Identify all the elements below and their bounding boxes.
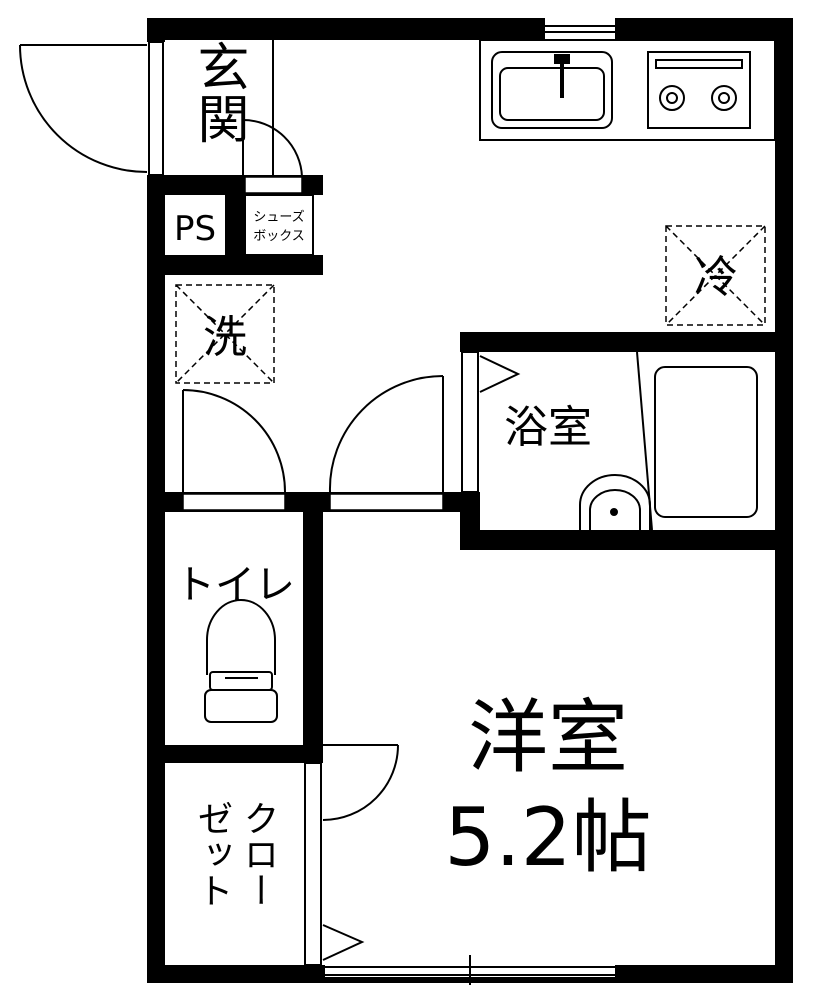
washroom-door[interactable] <box>182 389 286 493</box>
main-room-size: 5.2帖 <box>444 791 651 884</box>
fridge-space <box>665 225 766 326</box>
washer-space <box>175 284 275 384</box>
sink-icon <box>491 51 613 129</box>
toilet-walls <box>147 492 323 763</box>
toilet-icon <box>204 599 278 723</box>
ps-label: PS <box>174 209 216 249</box>
closet-door[interactable] <box>304 744 399 966</box>
bath-label: 浴室 <box>504 402 592 453</box>
bath-walls <box>460 332 793 550</box>
entrance-partitions <box>165 40 323 275</box>
bathroom-fixtures <box>579 351 758 531</box>
entrance-label: 玄関 <box>188 40 248 144</box>
outer-walls <box>147 18 793 983</box>
closet-label-2: ゼット <box>192 800 233 908</box>
toilet-label: トイレ <box>175 562 295 608</box>
bath-door[interactable] <box>461 351 521 493</box>
shoebox-label-1: シューズ <box>253 209 304 225</box>
bottom-window <box>325 955 615 985</box>
main-room-label: 洋室 <box>468 691 628 784</box>
bathtub-icon <box>654 366 758 518</box>
closet-label-1: クロー <box>238 800 279 908</box>
top-window <box>545 18 615 40</box>
entrance-door[interactable] <box>19 41 164 176</box>
shoebox-label-2: ボックス <box>253 229 305 244</box>
washer-label: 洗 <box>203 312 247 363</box>
kitchen-counter <box>479 39 776 141</box>
hall-door[interactable] <box>328 375 444 493</box>
stove-icon <box>647 51 751 129</box>
fridge-label: 冷 <box>694 252 738 303</box>
hall-wall <box>147 492 460 512</box>
wash-basin-icon <box>579 474 651 530</box>
